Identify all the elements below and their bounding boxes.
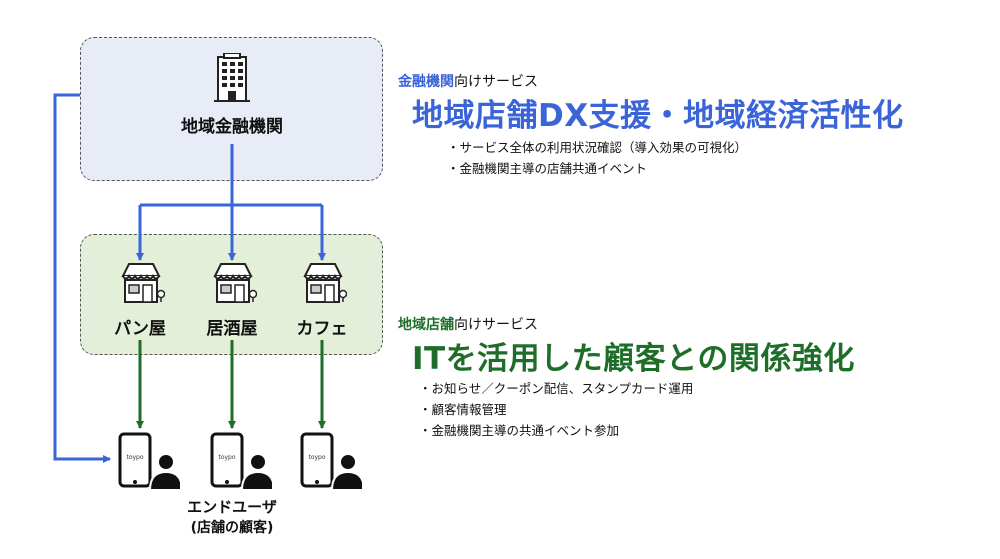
bank-service-bullets: ・サービス全体の利用状況確認（導入効果の可視化） ・金融機関主導の店舗共通イベン… [447, 137, 747, 179]
phone-brand-text: toypo [218, 454, 235, 461]
smartphone-user-icon: toypo [118, 432, 184, 496]
phone-brand-text: toypo [126, 454, 143, 461]
bank-service-bullet: ・金融機関主導の店舗共通イベント [447, 161, 648, 176]
shop-service-bullet: ・顧客情報管理 [419, 402, 507, 417]
shop-service-highlight: 地域店舗 [398, 317, 454, 333]
shop-label-cafe: カフェ [296, 319, 348, 339]
shop-service-headline: ITを活用した顧客との関係強化 [412, 341, 855, 377]
bank-node-label: 地域金融機関 [181, 117, 283, 137]
end-user-label: エンドユーザ [187, 498, 277, 516]
shop-service-caption: 地域店舗向けサービス [398, 314, 538, 334]
end-user-sublabel: (店舗の顧客) [190, 520, 274, 536]
shop-label-izakaya: 居酒屋 [206, 319, 258, 339]
bank-service-bullet: ・サービス全体の利用状況確認（導入効果の可視化） [447, 140, 748, 155]
phone-brand-text: toypo [308, 454, 325, 461]
arrow-bank-to-users [53, 93, 111, 463]
bank-service-headline: 地域店舗DX支援・地域経済活性化 [412, 98, 904, 134]
shop-label-pan: パン屋 [114, 319, 166, 339]
shop-service-bullet: ・お知らせ／クーポン配信、スタンプカード運用 [419, 381, 694, 396]
shop-service-bullets: ・お知らせ／クーポン配信、スタンプカード運用 ・顧客情報管理 ・金融機関主導の共… [419, 378, 693, 441]
smartphone-user-icon: toypo [300, 432, 366, 496]
office-building-icon [212, 52, 252, 109]
smartphone-user-icon: toypo [210, 432, 276, 496]
bank-service-suffix: 向けサービス [454, 74, 538, 90]
shop-service-bullet: ・金融機関主導の共通イベント参加 [419, 423, 620, 438]
shop-service-suffix: 向けサービス [454, 317, 538, 333]
bank-service-highlight: 金融機関 [398, 74, 454, 90]
storefront-icon [297, 262, 348, 312]
storefront-icon [207, 262, 258, 312]
storefront-icon [115, 262, 166, 312]
bank-service-caption: 金融機関向けサービス [398, 71, 538, 91]
